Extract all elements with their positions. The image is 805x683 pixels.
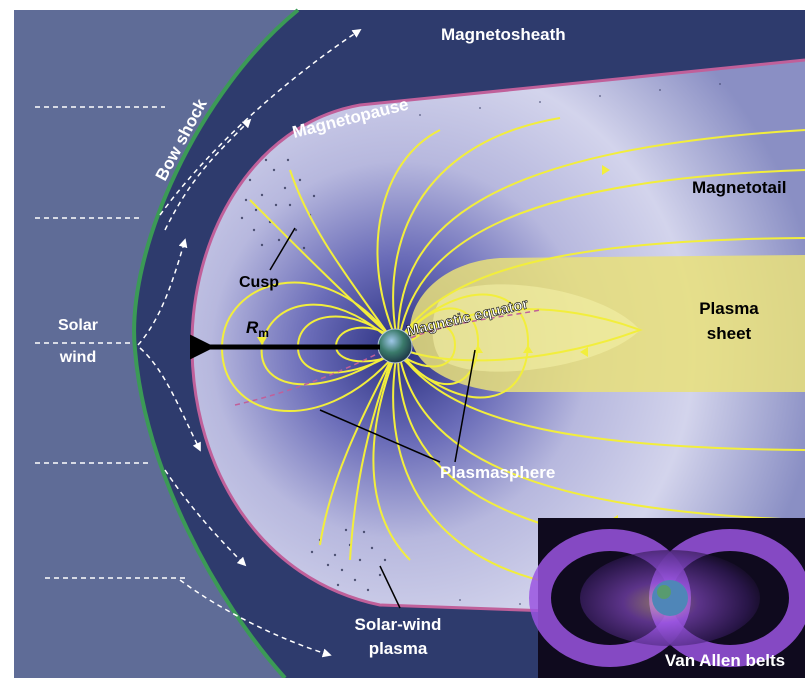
van-allen-label: Van Allen belts (665, 651, 785, 670)
magnetosheath-label: Magnetosheath (441, 25, 566, 44)
solar-wind-label-line2: wind (59, 349, 96, 366)
magnetotail-label: Magnetotail (692, 178, 786, 197)
plasmasphere-label: Plasmasphere (440, 463, 555, 482)
cusp-particles (240, 158, 316, 250)
solar-wind-plasma-label-line1: Solar-wind (355, 615, 442, 634)
plasma-sheet-label-line2: sheet (707, 324, 752, 343)
plasma-sheet-inner (432, 284, 640, 372)
solar-wind-label-line1: Solar (58, 317, 98, 334)
solar-wind-plasma-label-line2: plasma (369, 639, 428, 658)
bow-shock-line (132, 8, 300, 680)
solar-wind-arrows (35, 29, 362, 658)
rm-label-main: R (246, 318, 259, 337)
rm-label-sub: m (258, 326, 269, 340)
plasma-sheet-label-line1: Plasma (699, 299, 759, 318)
leader-lines (269, 227, 476, 609)
van-allen-inset (529, 518, 805, 678)
rm-label: Rm (246, 318, 269, 340)
cusp-label: Cusp (239, 274, 279, 291)
solar-wind-plasma-particles (310, 528, 387, 592)
